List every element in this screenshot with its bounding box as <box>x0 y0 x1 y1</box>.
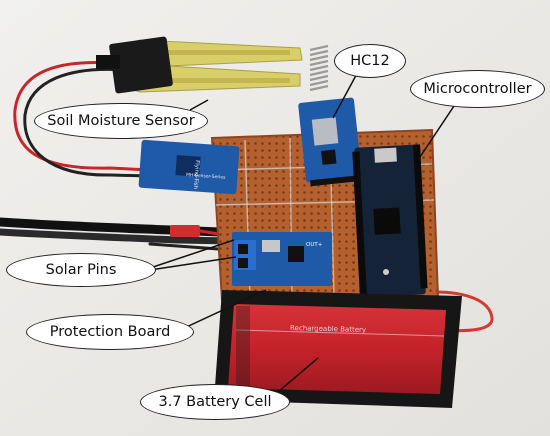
nano-board <box>352 144 428 298</box>
battery-holder: Rechargeable Battery <box>214 290 462 408</box>
solar-leader-1 <box>149 239 235 269</box>
label-solar-pins: Solar Pins <box>6 253 156 287</box>
antenna-coil <box>309 44 329 92</box>
label-protection-board: Protection Board <box>26 314 194 350</box>
sensor-module-subtext: MH-Sensor-Series <box>186 172 226 181</box>
soil-sensor-leader <box>189 99 209 111</box>
charger-out-text: OUT+ <box>306 242 323 248</box>
soil-moisture-probe <box>96 36 303 94</box>
wires <box>0 61 494 333</box>
battery-text: Rechargeable Battery <box>290 324 366 334</box>
charger-board: OUT+ <box>232 232 332 286</box>
label-hc12: HC12 <box>334 44 406 78</box>
sensor-module: Flying-Fish MH-Sensor-Series <box>138 139 240 195</box>
solar-leader-2 <box>149 256 237 271</box>
label-soil-moisture-sensor: Soil Moisture Sensor <box>34 103 208 139</box>
sensor-module-text: Flying-Fish <box>192 160 200 190</box>
label-microcontroller: Microcontroller <box>410 70 545 108</box>
microcontroller-leader <box>417 99 459 161</box>
battery-leader <box>277 357 319 393</box>
protection-board-leader <box>179 289 267 331</box>
hc12-module <box>298 97 362 187</box>
label-battery-cell: 3.7 Battery Cell <box>140 384 290 420</box>
